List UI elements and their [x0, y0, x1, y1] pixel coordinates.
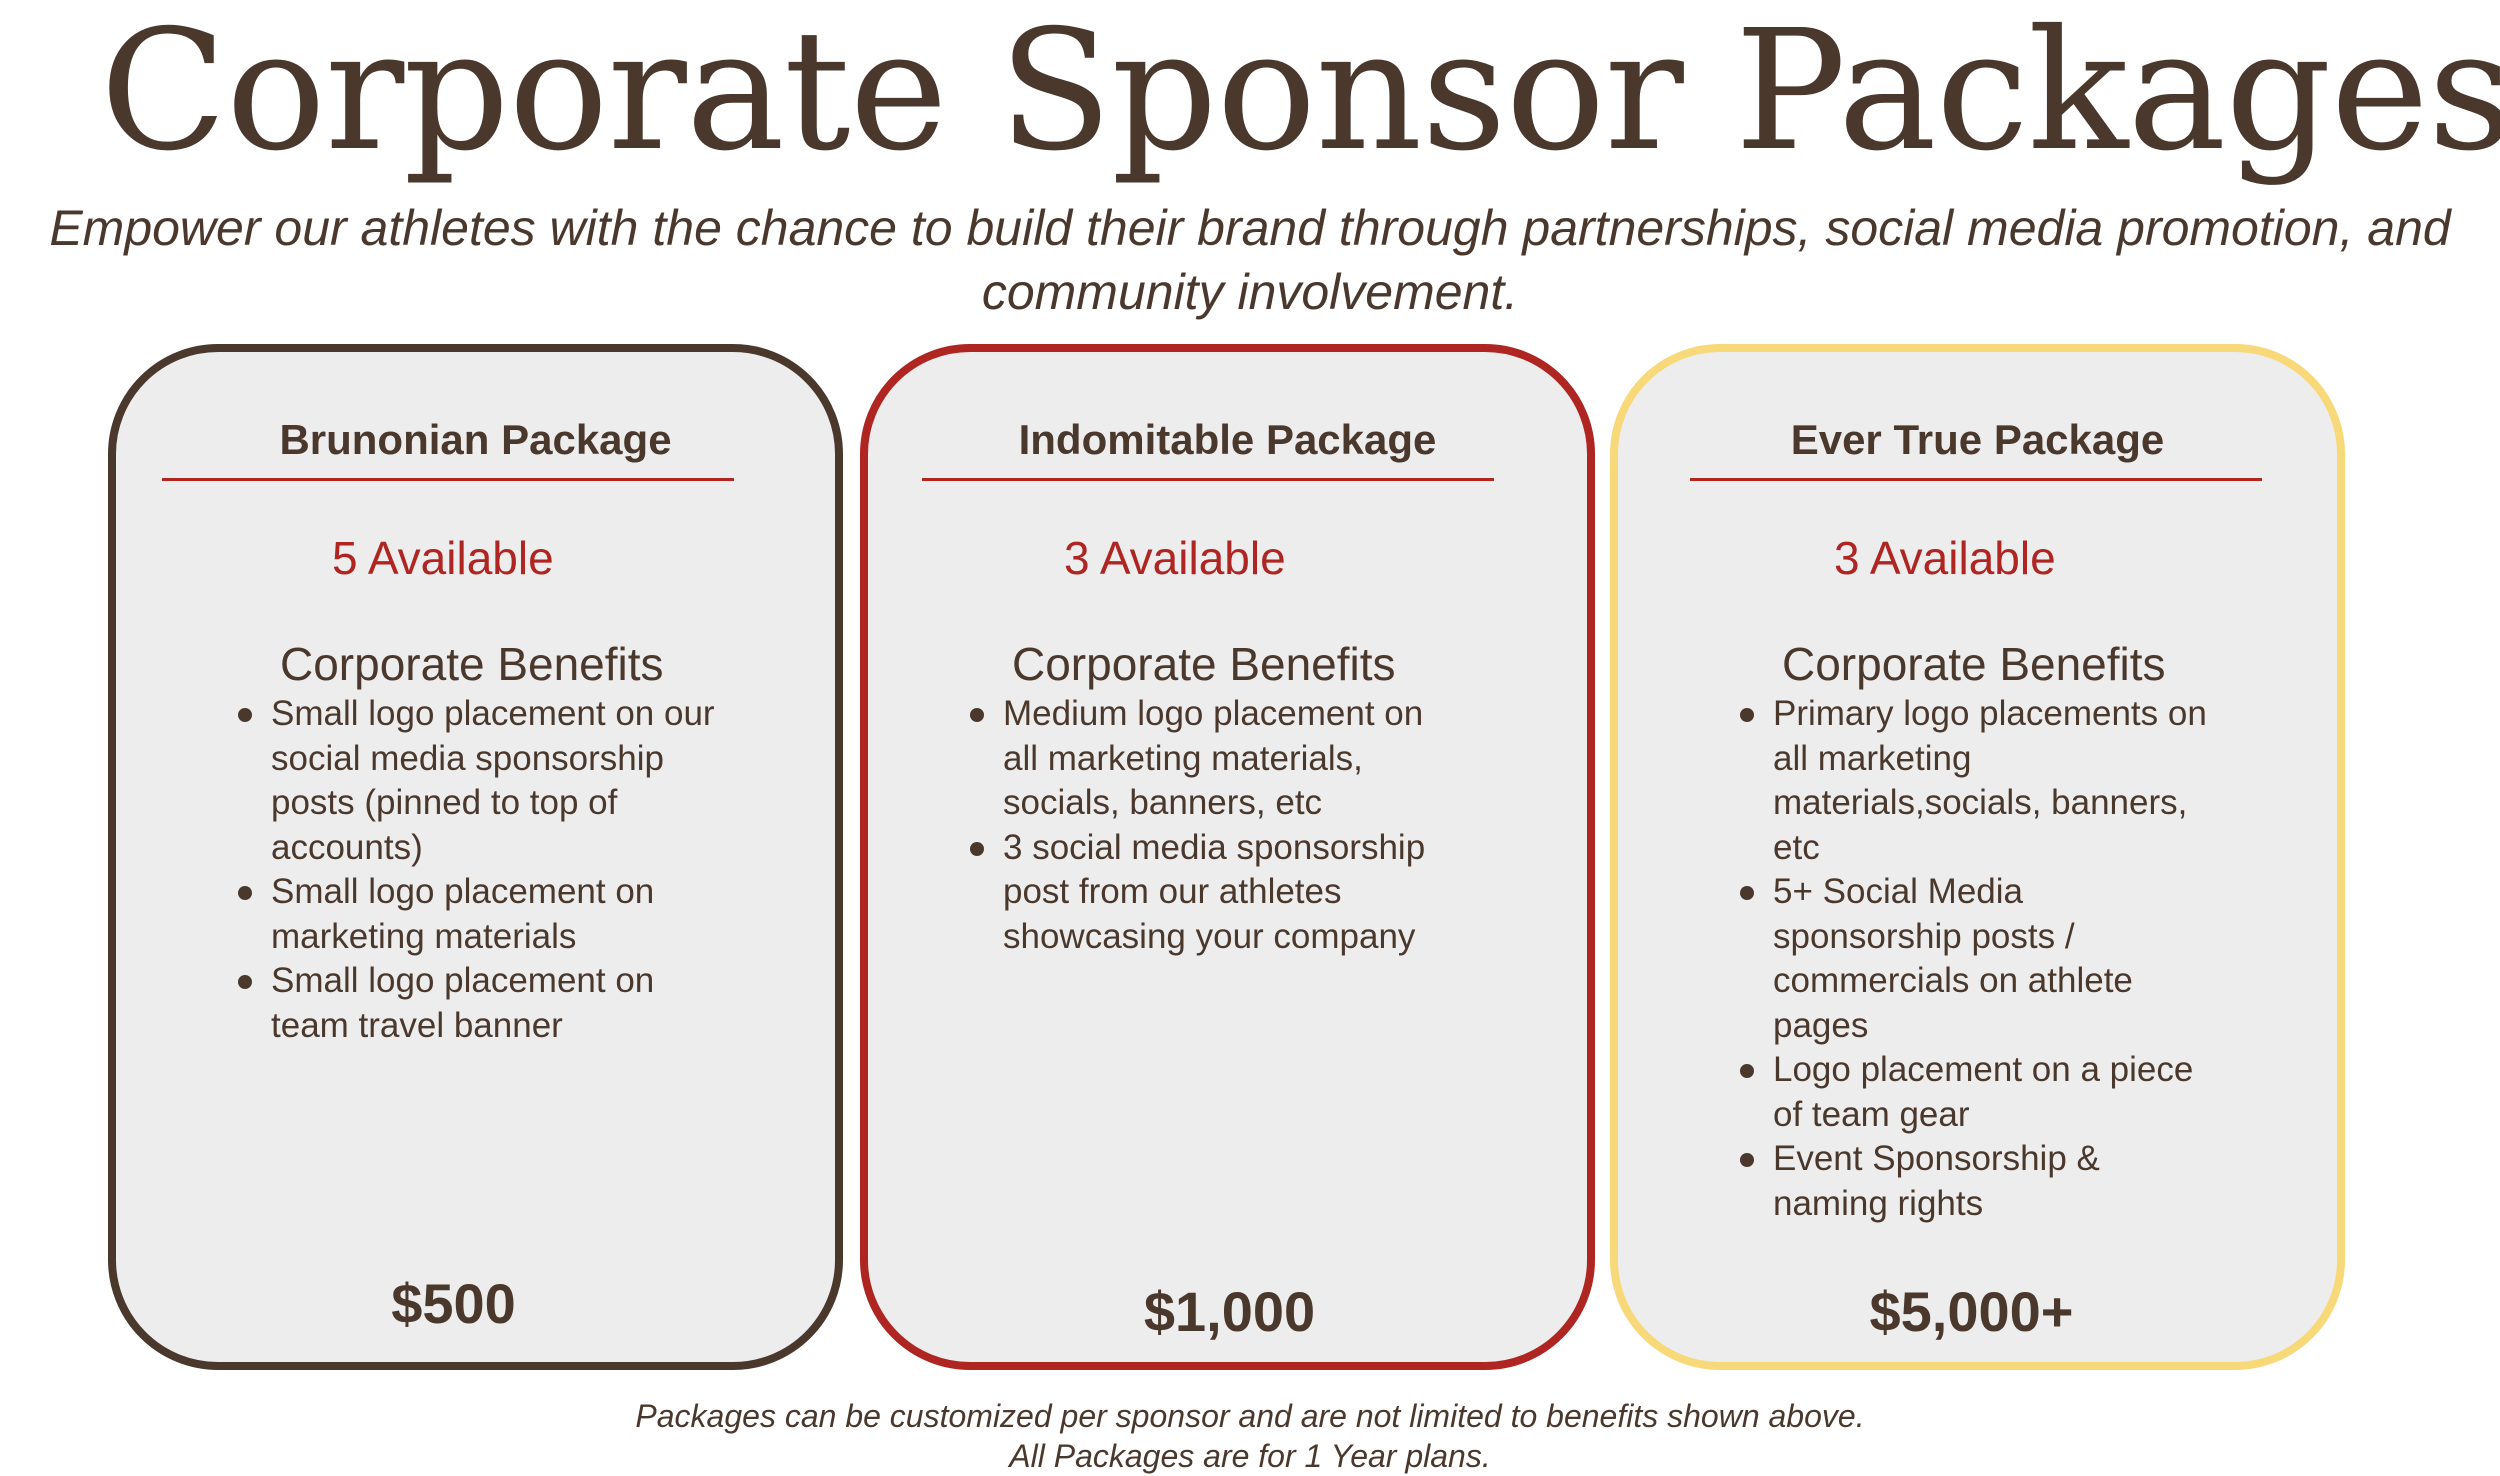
title-divider — [922, 478, 1494, 481]
benefit-item: Logo placement on a piece of team gear — [1738, 1048, 2218, 1137]
benefit-list: Small logo placement on our social media… — [236, 692, 716, 1048]
benefit-item: Small logo placement on our social media… — [236, 692, 716, 870]
availability-count: 3 Available — [1834, 532, 2056, 584]
page-subtitle: Empower our athletes with the chance to … — [49, 200, 2451, 320]
benefit-item: 5+ Social Media sponsorship posts / comm… — [1738, 870, 2218, 1048]
package-title: Brunonian Package — [279, 416, 672, 463]
benefit-item: Small logo placement on team travel bann… — [236, 959, 716, 1048]
package-price: $500 — [391, 1272, 516, 1335]
benefits-heading: Corporate Benefits — [280, 638, 664, 690]
package-card-ever-true: Ever True Package 3 Available Corporate … — [1610, 344, 2345, 1370]
package-title: Ever True Package — [1790, 416, 2165, 463]
benefit-item: Event Sponsorship & naming rights — [1738, 1137, 2218, 1226]
benefits-heading: Corporate Benefits — [1782, 638, 2166, 690]
footnote-customization: Packages can be customized per sponsor a… — [635, 1398, 1865, 1434]
benefit-item: Medium logo placement on all marketing m… — [968, 692, 1448, 826]
availability-count: 3 Available — [1064, 532, 1286, 584]
benefit-item: 3 social media sponsorship post from our… — [968, 826, 1448, 960]
benefit-list: Medium logo placement on all marketing m… — [968, 692, 1448, 959]
package-card-indomitable: Indomitable Package 3 Available Corporat… — [860, 344, 1595, 1370]
title-divider — [1690, 478, 2262, 481]
package-price: $1,000 — [1143, 1280, 1316, 1343]
page-title: Corporate Sponsor Packages — [100, 0, 2500, 188]
package-card-brunonian: Brunonian Package 5 Available Corporate … — [108, 344, 843, 1370]
package-price: $5,000+ — [1869, 1280, 2074, 1343]
availability-count: 5 Available — [332, 532, 554, 584]
benefits-heading: Corporate Benefits — [1012, 638, 1396, 690]
title-divider — [162, 478, 734, 481]
footnote-plan-duration: All Packages are for 1 Year plans. — [1009, 1438, 1491, 1474]
benefit-list: Primary logo placements on all marketing… — [1738, 692, 2218, 1226]
benefit-item: Primary logo placements on all marketing… — [1738, 692, 2218, 870]
benefit-item: Small logo placement on marketing materi… — [236, 870, 716, 959]
package-title: Indomitable Package — [1018, 416, 1437, 463]
